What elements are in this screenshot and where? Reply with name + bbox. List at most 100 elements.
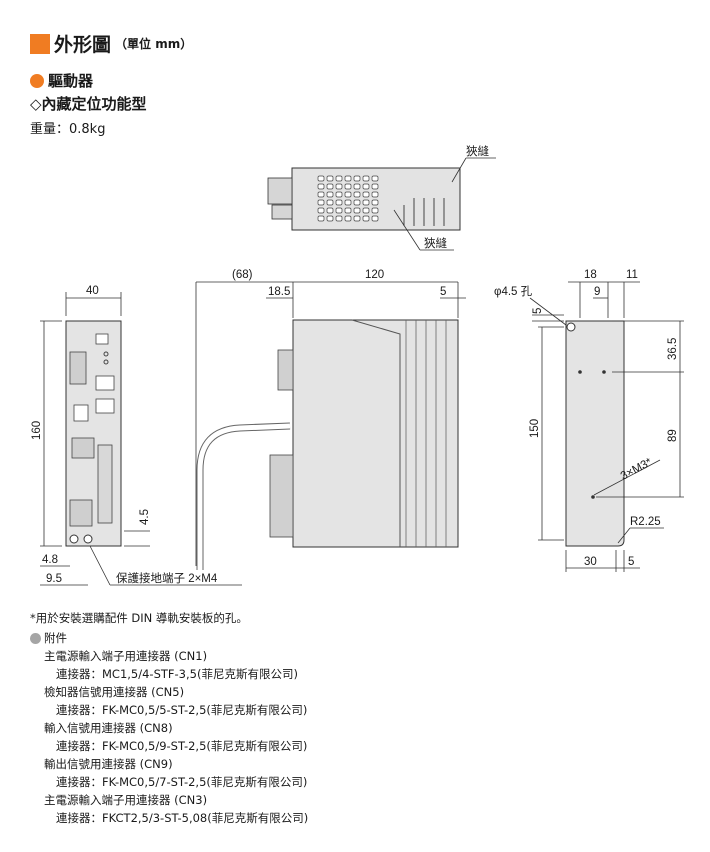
accessories-title: 附件 [44,631,67,645]
accessory-name: 檢知器信號用連接器 (CN5) [44,685,185,699]
dim-back-top-11: 11 [626,269,638,281]
accessory-connector: 連接器：FK-MC0,5/7-ST-2,5(菲尼克斯有限公司) [56,775,308,789]
dim-back-bottom-5: 5 [628,556,634,568]
dim-back-36-5: 36.5 [667,338,679,360]
top-view: 狹縫 狹縫 [267,144,496,251]
weight-label: 重量：0.8kg [30,122,106,137]
slit-label-top: 狹縫 [466,144,489,158]
dim-front-offset: 4.8 [42,554,58,566]
accessory-connector: 連接器：FK-MC0,5/5-ST-2,5(菲尼克斯有限公司) [56,703,308,717]
front-view: 40 160 4.8 9.5 4.5 保護接地端子 2×M4 [31,285,242,586]
section-dot-icon [30,73,44,88]
slit [362,207,370,214]
dim-front-bottom-x: 9.5 [46,573,62,585]
slit [326,215,334,222]
accessory-connector: 連接器：FKCT2,5/3-ST-5,08(菲尼克斯有限公司) [56,811,309,825]
accessories-heading: 附件 [30,630,67,646]
slit [326,191,334,198]
slit [335,175,343,182]
list-item: 檢知器信號用連接器 (CN5) 連接器：FK-MC0,5/5-ST-2,5(菲尼… [44,683,308,719]
dim-back-89: 89 [667,429,679,442]
slit [344,215,352,222]
dim-back-top-9: 9 [594,286,600,298]
slit [344,199,352,206]
dim-side-right: 5 [440,286,446,298]
slit [326,199,334,206]
slit [362,215,370,222]
section-subtitle: ◇內藏定位功能型 [30,95,147,113]
dim-back-top-18: 18 [584,269,597,281]
hole-label: φ4.5 孔 [494,285,533,298]
slit [353,215,361,222]
slit [371,199,379,206]
slit [335,215,343,222]
slit [335,183,343,190]
slit [344,191,352,198]
slit-label-bottom: 狹縫 [424,236,447,250]
dimension-drawing: 狹縫 狹縫 40 160 4.8 9.5 4.5 保護接地端子 2×M4 [31,144,684,586]
slit [353,175,361,182]
section-title: 驅動器 [48,72,94,90]
slit [362,175,370,182]
slit [353,183,361,190]
accessory-connector: 連接器：FK-MC0,5/9-ST-2,5(菲尼克斯有限公司) [56,739,308,753]
list-item: 輸入信號用連接器 (CN8) 連接器：FK-MC0,5/9-ST-2,5(菲尼克… [44,719,308,755]
slit [317,175,325,182]
dim-back-bottom-30: 30 [584,556,597,568]
mounting-note: *用於安裝選購配件 DIN 導軌安裝板的孔。 [30,611,248,625]
slit [335,191,343,198]
dim-back-top-5: 5 [532,308,544,314]
dim-front-width: 40 [86,285,99,297]
slit [317,191,325,198]
slit-grid [317,175,379,222]
accessory-name: 輸出信號用連接器 (CN9) [44,757,173,771]
slit [326,183,334,190]
slit [326,175,334,182]
page-title: 外形圖 [54,34,112,56]
slit [371,207,379,214]
slit [353,191,361,198]
slit [362,199,370,206]
slit [317,183,325,190]
accessory-connector: 連接器：MC1,5/4-STF-3,5(菲尼克斯有限公司) [56,667,298,681]
list-item: 輸出信號用連接器 (CN9) 連接器：FK-MC0,5/7-ST-2,5(菲尼克… [44,755,308,791]
dim-side-cable: (68) [232,269,253,281]
dim-front-bottom-y: 4.5 [139,509,151,525]
slit [335,207,343,214]
accessory-name: 主電源輸入端子用連接器 (CN1) [44,649,208,663]
slit [317,215,325,222]
slit [362,183,370,190]
slit [317,207,325,214]
slit [326,207,334,214]
dim-back-height-150: 150 [529,419,541,438]
section-heading: 驅動器 [30,70,93,91]
slit [353,207,361,214]
list-item: 主電源輸入端子用連接器 (CN1) 連接器：MC1,5/4-STF-3,5(菲尼… [44,647,308,683]
slit [371,183,379,190]
corner-radius-label: R2.25 [630,516,661,528]
dim-side-depth: 120 [365,269,384,281]
slit [371,175,379,182]
slit [362,191,370,198]
slit [344,183,352,190]
back-view: 18 11 9 φ4.5 孔 5 36.5 89 150 3×M3* R2.25… [494,269,684,572]
slit [371,215,379,222]
dim-side-connector: 18.5 [268,286,290,298]
side-view: (68) 120 18.5 5 [195,269,466,570]
accessory-name: 輸入信號用連接器 (CN8) [44,721,173,735]
header-accent-square [30,33,50,54]
slit [371,191,379,198]
slit [344,207,352,214]
slit [353,199,361,206]
page-header: 外形圖 （單位 mm） [30,30,192,57]
accessories-list: 主電源輸入端子用連接器 (CN1) 連接器：MC1,5/4-STF-3,5(菲尼… [44,647,308,827]
unit-label: （單位 mm） [115,37,193,51]
slit [335,199,343,206]
accessory-name: 主電源輸入端子用連接器 (CN3) [44,793,208,807]
slit [317,199,325,206]
list-item: 主電源輸入端子用連接器 (CN3) 連接器：FKCT2,5/3-ST-5,08(… [44,791,308,827]
dim-front-height: 160 [31,421,43,440]
accessories-dot-icon [30,632,41,644]
ground-terminal-label: 保護接地端子 2×M4 [116,571,218,585]
slit [344,175,352,182]
